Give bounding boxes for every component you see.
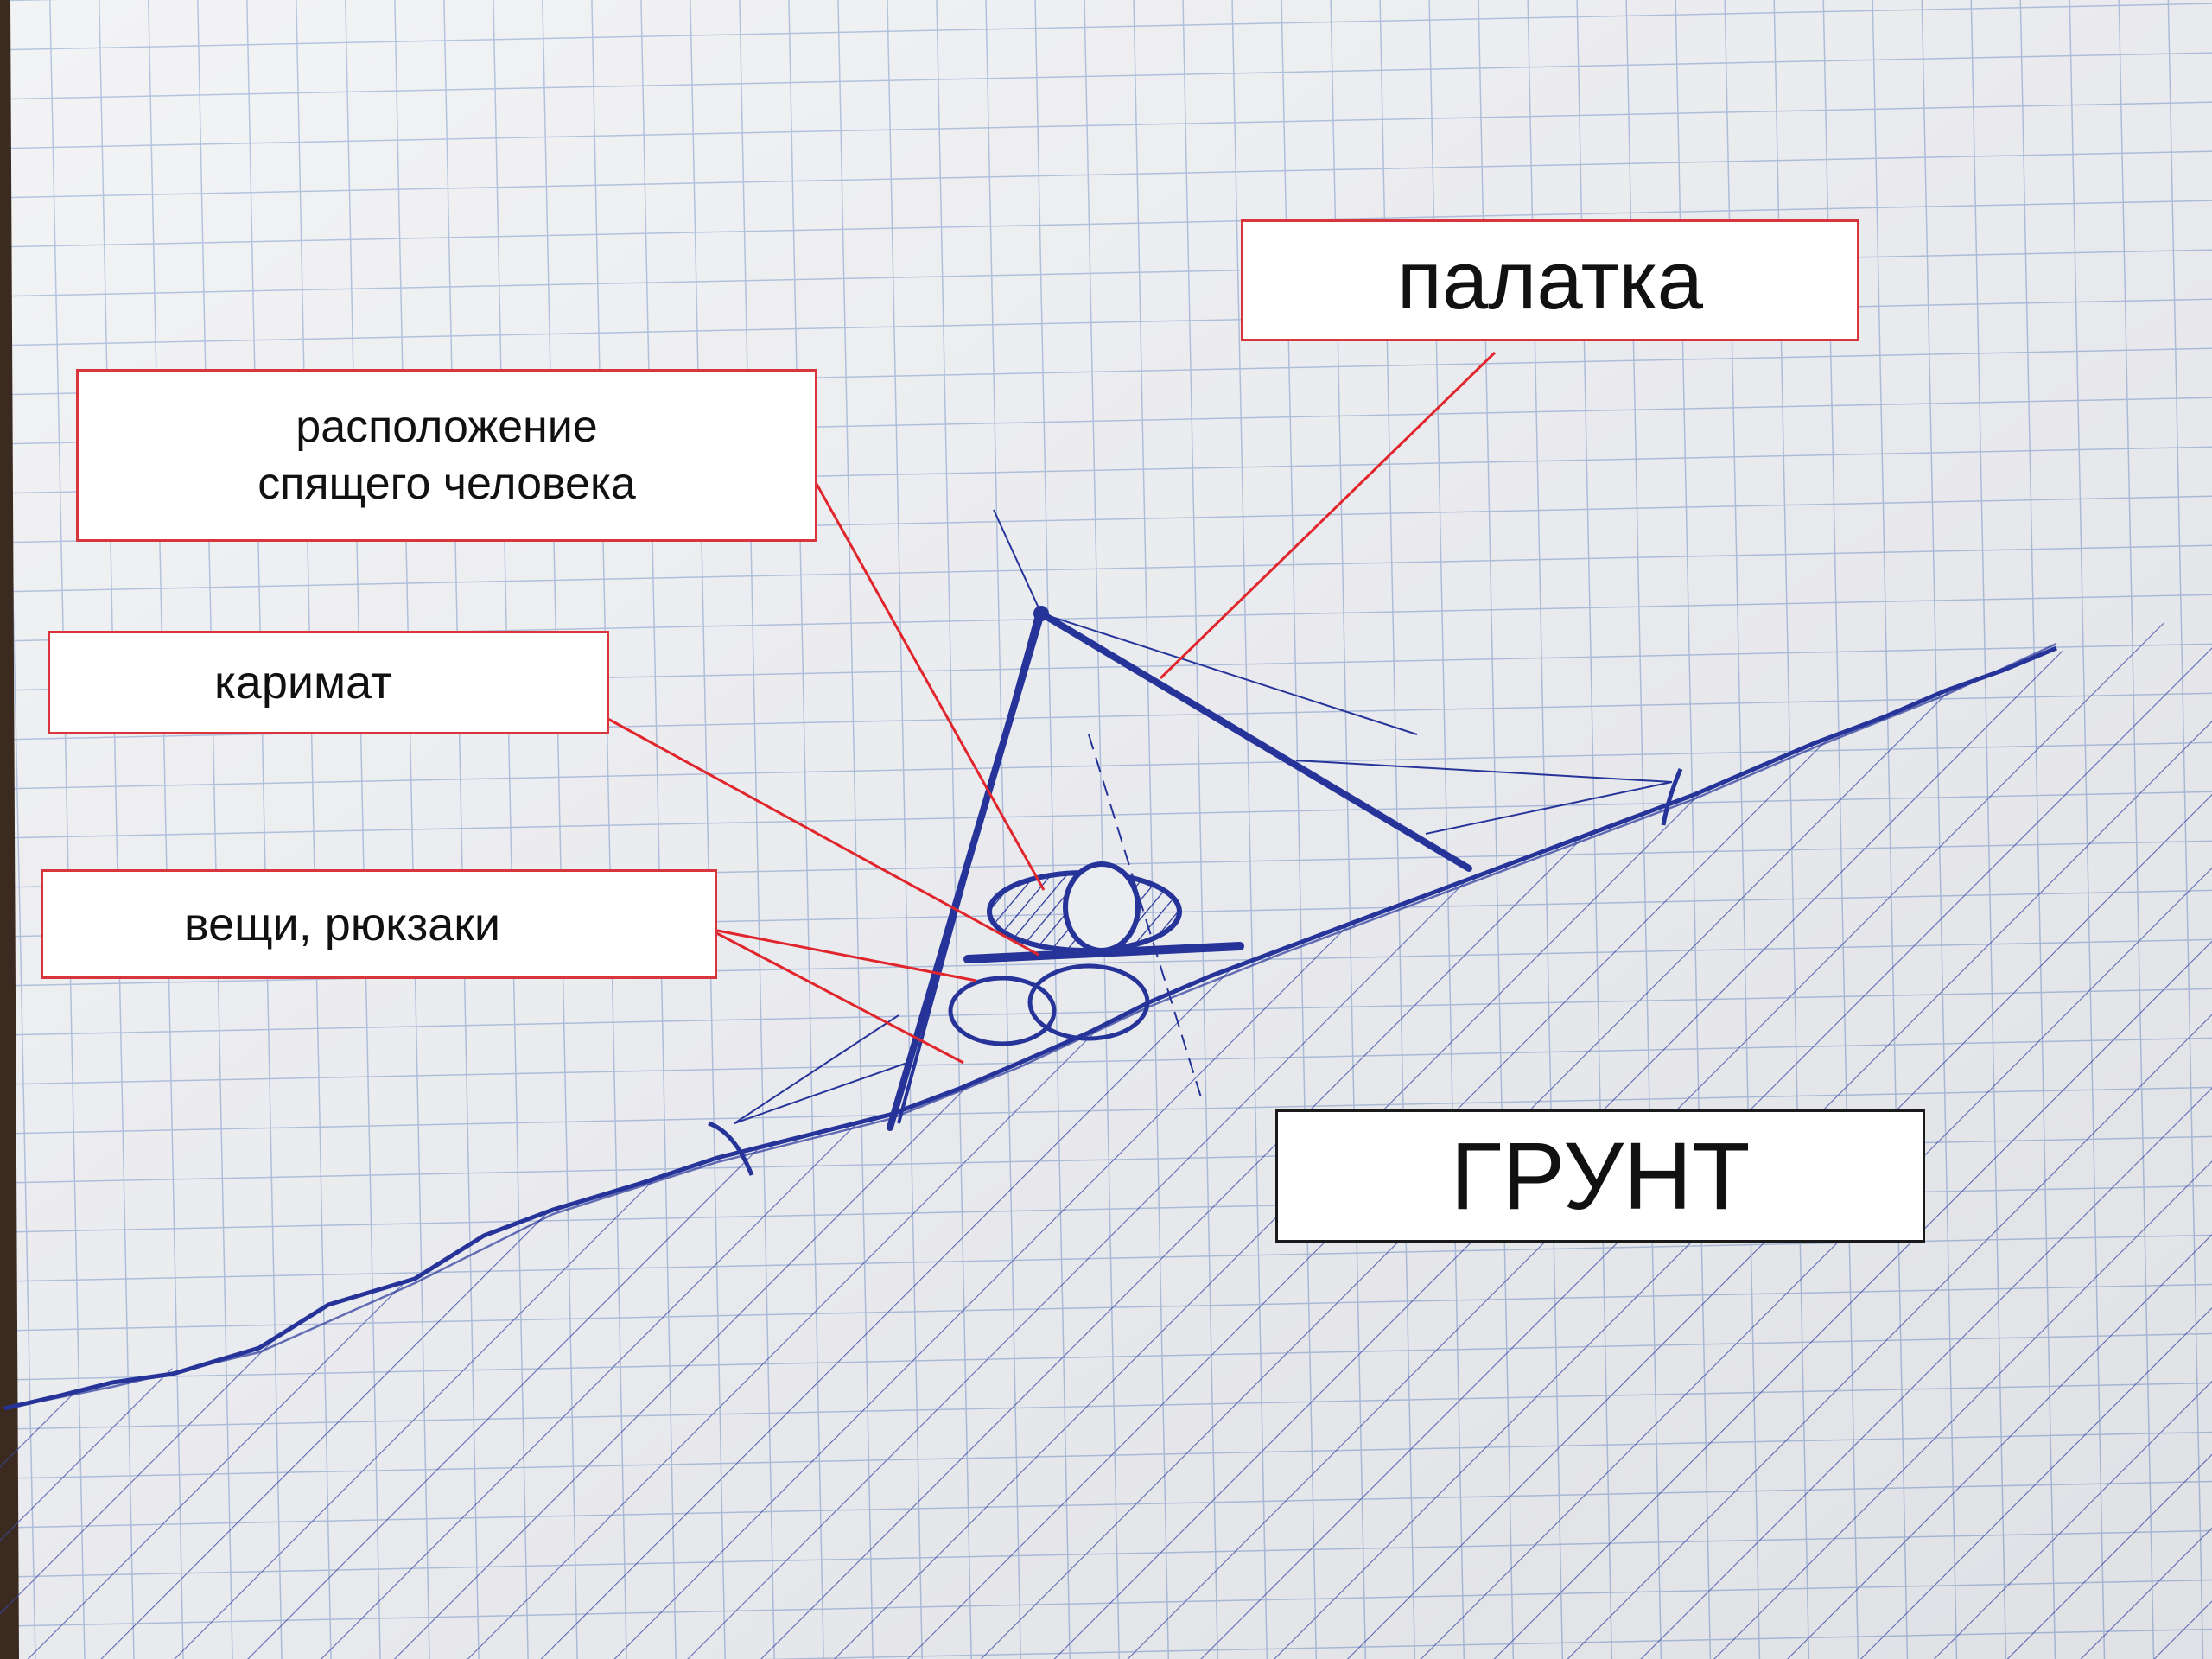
label-sleeping-mat: каримат [48,631,609,734]
leader-lines [604,351,1497,1065]
ground-surface-line [3,645,2057,1411]
label-gear: вещи, рюкзаки [41,869,717,979]
label-tent: палатка [1241,219,1859,341]
label-sleeping-person: расположение спящего человека [76,369,817,542]
tent-drawing [708,509,1683,1176]
label-gear-text: вещи, рюкзаки [184,898,501,950]
label-ground-text: ГРУНТ [1450,1122,1751,1230]
ground-hatched-area [0,605,2212,1659]
label-sleeping-mat-text: каримат [214,657,392,709]
label-ground: ГРУНТ [1275,1109,1925,1243]
table-edge [0,0,19,1659]
label-sleeping-person-text: расположение спящего человека [257,402,636,509]
gear-bag-left [948,976,1057,1046]
label-tent-text: палатка [1396,233,1704,327]
sleeper-head [1063,861,1141,953]
tent-contents [948,861,1244,1046]
gear-bag-right [1027,963,1150,1041]
